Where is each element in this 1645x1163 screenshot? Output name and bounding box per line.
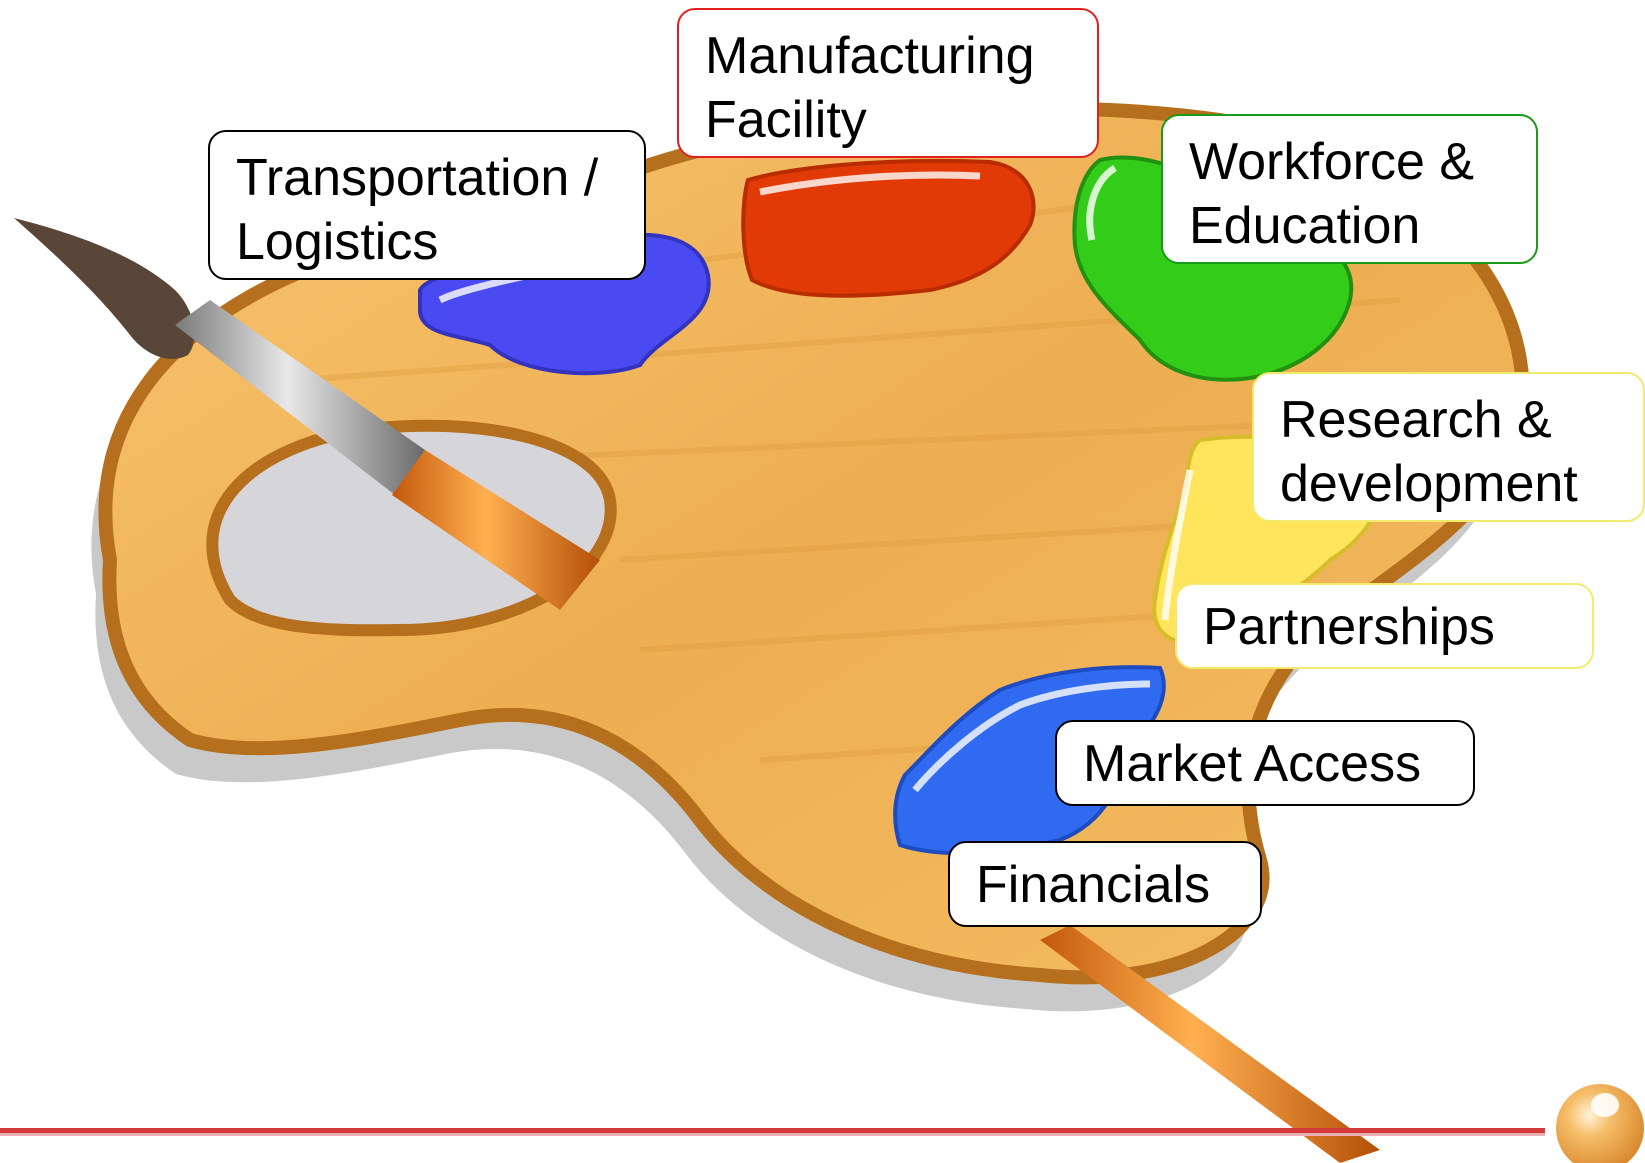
financials-label: Financials — [948, 841, 1262, 927]
paint-blob-light-blue-shine — [912, 680, 1151, 793]
market-access-text: Market Access — [1083, 735, 1422, 793]
decorative-orb — [1556, 1084, 1644, 1163]
paint-blob-red-shine — [759, 171, 981, 196]
partnerships-text: Partnerships — [1203, 598, 1495, 656]
palette-thumb-hole — [206, 419, 617, 637]
research-line-1: Research & — [1280, 391, 1552, 449]
brush-bristles — [14, 218, 195, 359]
workforce-line-1: Workforce & — [1189, 133, 1475, 191]
workforce-line-2: Education — [1189, 197, 1421, 255]
brush-ferrule — [175, 300, 425, 495]
partnerships-label: Partnerships — [1175, 583, 1594, 669]
transportation-line-1: Transportation / — [236, 149, 599, 207]
transportation-line-2: Logistics — [236, 213, 439, 271]
workforce-education-label: Workforce & Education — [1161, 114, 1538, 264]
paint-blob-light-blue — [893, 665, 1166, 856]
decorative-orb-highlight — [1591, 1093, 1619, 1117]
bottom-rule — [0, 1128, 1545, 1133]
paint-blob-green-shine — [1086, 165, 1117, 241]
manufacturing-facility-label: Manufacturing Facility — [677, 8, 1099, 158]
research-line-2: development — [1280, 455, 1578, 513]
paint-blob-red — [741, 158, 1036, 298]
paintbrush — [14, 218, 600, 610]
market-access-label: Market Access — [1055, 720, 1475, 806]
transportation-logistics-label: Transportation / Logistics — [208, 130, 646, 280]
bottom-rule-shadow — [0, 1133, 1545, 1136]
paint-blob-yellow-shine — [1161, 469, 1194, 621]
manufacturing-line-2: Facility — [705, 91, 867, 149]
manufacturing-line-1: Manufacturing — [705, 27, 1035, 85]
brush-handle — [392, 450, 600, 610]
lower-brush-handle — [1040, 925, 1380, 1163]
research-development-label: Research & development — [1252, 372, 1645, 522]
financials-text: Financials — [976, 856, 1211, 914]
